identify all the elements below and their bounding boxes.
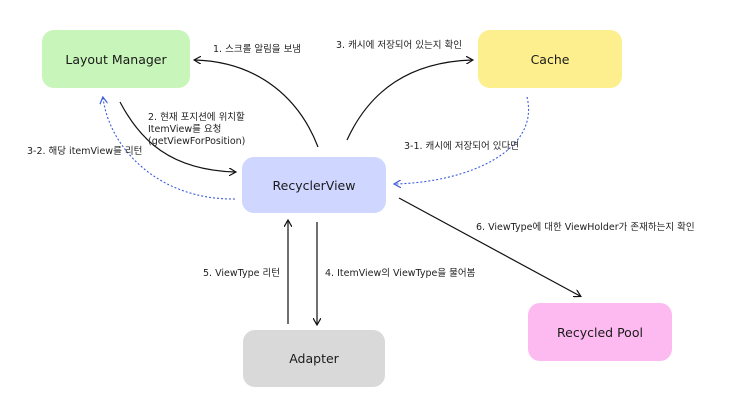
edge-label-check-cache: 3. 캐시에 저장되어 있는지 확인	[336, 40, 463, 51]
arrow-check-cache	[346, 60, 472, 141]
node-layout-manager-label: Layout Manager	[65, 51, 167, 67]
edge-label-scroll-notify: 1. 스크롤 알림을 보냄	[213, 44, 302, 55]
node-recycler-view: RecyclerView	[242, 157, 386, 213]
edge-label-cache-hit: 3-1. 캐시에 저장되어 있다면	[404, 141, 519, 152]
node-adapter: Adapter	[243, 330, 385, 387]
node-recycler-view-label: RecyclerView	[272, 177, 356, 193]
edge-label-return-viewtype: 5. ViewType 리턴	[203, 268, 280, 279]
node-recycled-pool-label: Recycled Pool	[557, 324, 643, 340]
arrow-scroll-notify	[195, 60, 319, 148]
edge-label-request-line-1: 2. 현재 포지션에 위치할	[148, 112, 245, 123]
edge-label-check-pool: 6. ViewType에 대한 ViewHolder가 존재하는지 확인	[476, 222, 695, 233]
edge-label-request-itemview: 2. 현재 포지션에 위치할 ItemView를 요청 (getViewForP…	[148, 112, 245, 148]
arrow-request-itemview	[119, 101, 235, 172]
edge-label-ask-viewtype: 4. ItemView의 ViewType을 물어봄	[325, 268, 476, 279]
arrow-cache-hit	[395, 96, 530, 184]
edge-label-return-itemview: 3-2. 해당 itemView를 리턴	[27, 146, 143, 157]
edge-label-request-line-2: ItemView를 요청	[148, 124, 222, 135]
node-cache-label: Cache	[530, 51, 570, 67]
node-recycled-pool: Recycled Pool	[528, 303, 672, 361]
edge-label-request-line-3: (getViewForPosition)	[148, 136, 246, 147]
node-cache: Cache	[478, 30, 622, 88]
node-adapter-label: Adapter	[289, 351, 339, 366]
node-layout-manager: Layout Manager	[42, 30, 190, 88]
arrow-check-pool	[398, 197, 580, 296]
